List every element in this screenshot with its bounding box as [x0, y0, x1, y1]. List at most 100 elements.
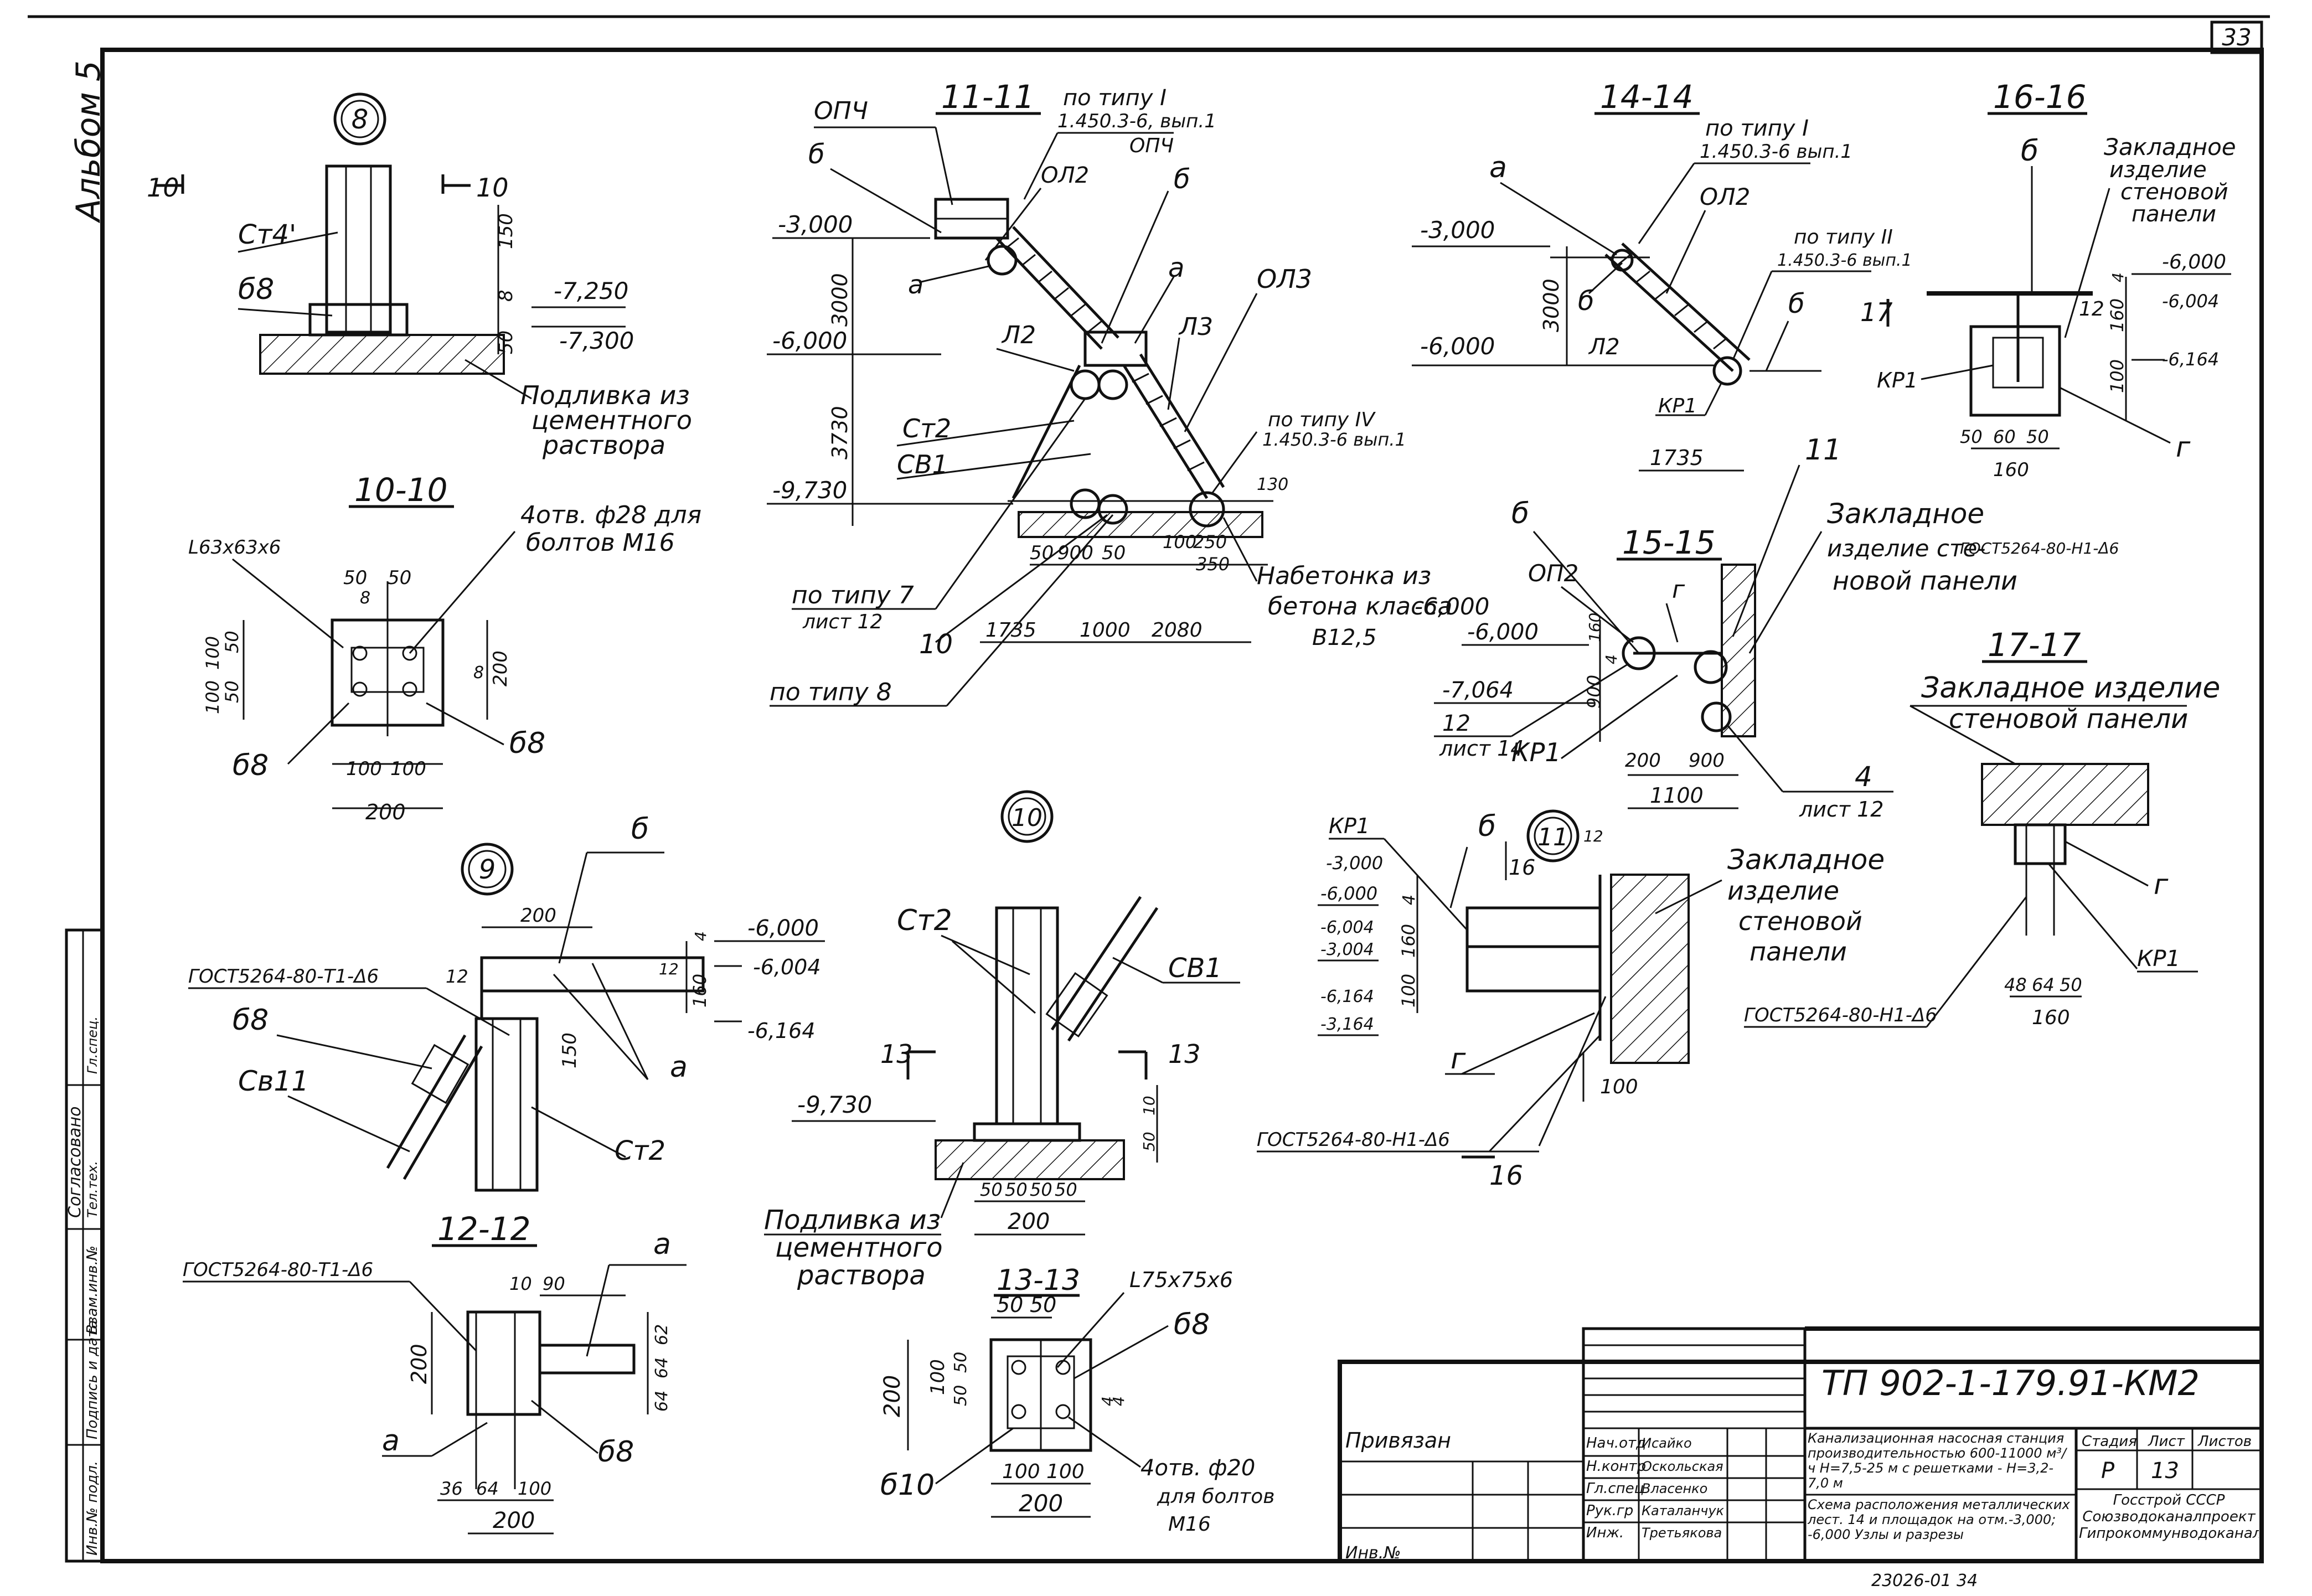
svg-text:бетона класса: бетона класса: [1268, 592, 1452, 621]
svg-text:200: 200: [1008, 1209, 1050, 1235]
svg-text:-7,064: -7,064: [1442, 678, 1514, 703]
svg-text:-6,000: -6,000: [2162, 251, 2226, 273]
svg-text:Ст4': Ст4': [238, 219, 296, 250]
svg-text:ГОСТ5264-80-Т1-Δ6: ГОСТ5264-80-Т1-Δ6: [188, 965, 379, 988]
svg-text:стеновой: стеновой: [1738, 906, 1862, 936]
svg-text:350: 350: [1196, 554, 1230, 575]
svg-text:по типу I: по типу I: [1063, 85, 1167, 111]
svg-text:Стадия: Стадия: [2082, 1433, 2137, 1450]
svg-text:900: 900: [1057, 542, 1093, 564]
svg-text:б: б: [631, 813, 649, 846]
svg-text:8: 8: [495, 290, 517, 302]
svg-text:Оскольская: Оскольская: [1642, 1459, 1723, 1474]
section-10-title: 10-10: [354, 471, 448, 509]
svg-text:1.450.3-6 вып.1: 1.450.3-6 вып.1: [1777, 251, 1912, 270]
svg-text:Третьякова: Третьякова: [1642, 1525, 1722, 1541]
svg-text:а: а: [908, 270, 923, 299]
svg-text:50: 50: [1030, 542, 1054, 564]
svg-text:200: 200: [365, 800, 406, 824]
svg-text:100: 100: [2107, 359, 2128, 393]
svg-text:СВ1: СВ1: [897, 450, 948, 479]
svg-text:Инж.: Инж.: [1586, 1525, 1624, 1541]
svg-text:ГОСТ5264-80-Н1-Δ6: ГОСТ5264-80-Н1-Δ6: [1257, 1129, 1450, 1151]
svg-text:Закладное: Закладное: [1727, 844, 1885, 876]
svg-text:130: 130: [1257, 475, 1288, 494]
svg-text:-3,164: -3,164: [1320, 1015, 1374, 1034]
svg-text:СВ1: СВ1: [1168, 953, 1222, 984]
svg-text:160: 160: [2032, 1006, 2070, 1029]
svg-text:лист 14: лист 14: [1439, 736, 1524, 761]
svg-text:10: 10: [509, 1273, 532, 1294]
svg-text:100: 100: [1002, 1460, 1040, 1483]
svg-text:64: 64: [2032, 974, 2055, 995]
svg-text:1000: 1000: [1080, 619, 1131, 642]
svg-text:1735: 1735: [985, 619, 1036, 642]
svg-text:50: 50: [1030, 1293, 1056, 1317]
svg-text:болтов М16: болтов М16: [526, 529, 675, 557]
svg-text:11: 11: [1537, 823, 1568, 851]
section-14-title: 14-14: [1600, 78, 1694, 116]
svg-text:ОПЧ: ОПЧ: [814, 97, 868, 125]
svg-text:панели: панели: [2132, 202, 2216, 227]
svg-text:50: 50: [495, 330, 517, 354]
svg-text:9: 9: [479, 854, 496, 885]
svg-text:50: 50: [1140, 1132, 1158, 1151]
svg-text:-6,000: -6,000: [747, 916, 819, 941]
svg-text:36: 36: [440, 1478, 463, 1499]
svg-text:160: 160: [2107, 298, 2128, 332]
svg-text:200: 200: [520, 905, 556, 927]
svg-text:г: г: [1451, 1042, 1466, 1076]
svg-text:изделие сте-: изделие сте-: [1827, 535, 1985, 562]
svg-text:Закладное: Закладное: [2104, 133, 2236, 161]
svg-text:200: 200: [1625, 750, 1661, 772]
section-17-title: 17-17: [1988, 626, 2081, 664]
svg-text:8: 8: [473, 663, 484, 683]
svg-text:новой панели: новой панели: [1833, 566, 2017, 596]
section-13-13: 13-13 L75x75x6 б8 50 50 200 100 50 50 4 …: [880, 1264, 1274, 1536]
svg-text:100: 100: [518, 1478, 551, 1499]
svg-text:50: 50: [221, 680, 242, 703]
svg-text:50: 50: [221, 631, 242, 653]
svg-text:50: 50: [2060, 974, 2082, 995]
section-11-title: 11-11: [941, 78, 1035, 116]
svg-text:Подливка из: Подливка из: [764, 1205, 941, 1236]
svg-text:100: 100: [346, 758, 382, 780]
svg-text:цементного: цементного: [531, 405, 692, 435]
svg-text:4: 4: [1400, 895, 1419, 905]
svg-text:16: 16: [1509, 855, 1535, 880]
svg-text:8: 8: [360, 588, 370, 608]
svg-text:4: 4: [691, 931, 710, 941]
svg-text:50: 50: [980, 1179, 1003, 1200]
svg-text:ОПЧ: ОПЧ: [1129, 135, 1174, 157]
svg-text:4: 4: [1602, 654, 1621, 664]
svg-text:100: 100: [390, 758, 426, 780]
document-code: ТП 902-1-179.91-КМ2: [1821, 1363, 2200, 1403]
svg-text:а: а: [1168, 252, 1184, 283]
svg-text:Л3: Л3: [1178, 313, 1213, 341]
svg-text:Закладное: Закладное: [1827, 498, 1984, 530]
svg-text:3730: 3730: [828, 406, 852, 459]
svg-text:12: 12: [2079, 298, 2104, 321]
svg-text:100: 100: [202, 636, 223, 670]
svg-text:КР1: КР1: [1329, 814, 1370, 838]
svg-text:Н.контр: Н.контр: [1586, 1458, 1646, 1475]
sheet-frame: [100, 48, 2264, 1563]
title-text-2-box: Схема расположения металлических лест. 1…: [1808, 1497, 2070, 1542]
svg-text:50: 50: [997, 1293, 1023, 1317]
svg-text:13: 13: [2151, 1458, 2179, 1484]
svg-text:4: 4: [2109, 272, 2127, 282]
svg-text:4: 4: [1109, 1396, 1128, 1406]
svg-text:100: 100: [927, 1359, 949, 1395]
svg-text:ОЛ2: ОЛ2: [1700, 183, 1750, 210]
svg-text:Св11: Св11: [238, 1065, 309, 1097]
svg-text:по типу IV: по типу IV: [1268, 409, 1376, 431]
strip-chief: Гл.спец.: [85, 1016, 100, 1074]
title-text-2: Схема расположения металлических лест. 1…: [1808, 1497, 2070, 1542]
svg-text:Нач.отд: Нач.отд: [1586, 1435, 1646, 1452]
svg-text:4: 4: [1098, 1396, 1117, 1406]
svg-text:Власенко: Власенко: [1642, 1481, 1707, 1496]
svg-text:а: а: [670, 1051, 688, 1084]
svg-text:по типу 7: по типу 7: [792, 581, 914, 610]
svg-text:50: 50: [343, 567, 367, 589]
svg-text:12: 12: [1442, 711, 1470, 736]
